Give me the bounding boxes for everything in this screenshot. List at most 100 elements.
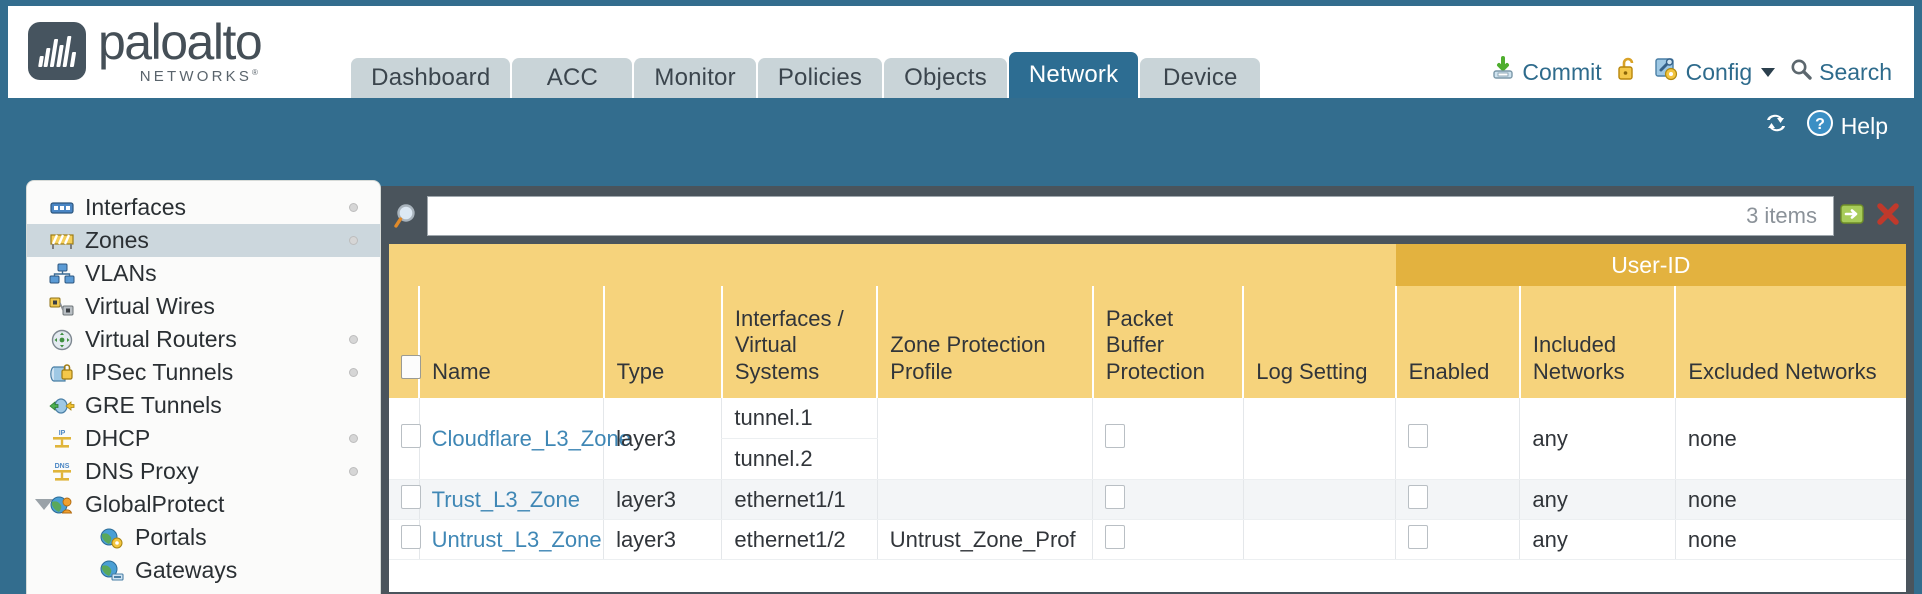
red-x-icon xyxy=(1875,201,1901,232)
column-header-excluded-networks[interactable]: Excluded Networks xyxy=(1674,286,1906,398)
row-checkbox[interactable] xyxy=(401,484,421,509)
sidebar-item-gre-tunnels[interactable]: GRE Tunnels xyxy=(27,389,380,422)
sidebar-item-vlans[interactable]: VLANs xyxy=(27,257,380,290)
cell-interface: tunnel.2 xyxy=(721,438,878,480)
select-all-checkbox[interactable] xyxy=(401,355,421,380)
filter-search-icon[interactable] xyxy=(389,197,427,235)
sidebar-item-ipsec-tunnels[interactable]: IPSec Tunnels xyxy=(27,356,380,389)
column-header-zone-protection-profile[interactable]: Zone Protection Profile xyxy=(876,286,1093,398)
tab-policies[interactable]: Policies xyxy=(757,58,883,98)
table-head: User-ID Name Type Interfaces / Virtual S… xyxy=(389,244,1906,398)
cell-userid-enabled xyxy=(1395,519,1520,560)
help-icon: ? xyxy=(1806,109,1834,143)
table-body: Cloudflare_L3_Zone layer3 tunnel.1 xyxy=(389,398,1906,560)
zone-name-link[interactable]: Trust_L3_Zone xyxy=(431,486,580,512)
brand-registered-mark: ® xyxy=(252,67,262,77)
vlans-icon xyxy=(49,263,75,285)
column-header-packet-buffer-protection[interactable]: Packet Buffer Protection xyxy=(1091,286,1244,398)
paloalto-logo: paloalto NETWORKS® xyxy=(28,13,263,85)
tab-network[interactable]: Network xyxy=(1008,52,1139,98)
chevron-down-icon[interactable] xyxy=(1761,67,1776,77)
svg-text:DNS: DNS xyxy=(55,463,70,470)
sidebar-item-dhcp[interactable]: IP DHCP xyxy=(27,422,380,455)
config-button[interactable]: Config xyxy=(1654,56,1776,88)
zones-table-wrap: User-ID Name Type Interfaces / Virtual S… xyxy=(389,244,1906,592)
search-input[interactable] xyxy=(438,204,1747,228)
packet-buffer-protection-checkbox[interactable] xyxy=(1105,524,1126,549)
column-header-included-networks[interactable]: Included Networks xyxy=(1518,286,1676,398)
clear-filter-button[interactable] xyxy=(1870,196,1906,236)
cell-interface: ethernet1/1 xyxy=(721,479,878,520)
refresh-icon xyxy=(1762,111,1790,141)
interface-value: tunnel.2 xyxy=(734,446,813,471)
sidebar-item-dns-proxy[interactable]: DNS DNS Proxy xyxy=(27,455,380,488)
column-header-log-setting[interactable]: Log Setting xyxy=(1242,286,1396,398)
tab-monitor[interactable]: Monitor xyxy=(634,58,756,98)
dhcp-icon: IP xyxy=(49,428,75,450)
tab-objects[interactable]: Objects xyxy=(884,58,1007,98)
userid-enabled-checkbox[interactable] xyxy=(1408,524,1429,549)
sidebar-item-globalprotect[interactable]: GlobalProtect xyxy=(27,488,380,521)
commit-label: Commit xyxy=(1522,58,1602,85)
help-button[interactable]: ? Help xyxy=(1806,109,1888,143)
cell-excluded-networks: none xyxy=(1674,398,1906,480)
status-dot xyxy=(349,203,358,212)
row-checkbox[interactable] xyxy=(401,423,421,448)
sidebar-item-label: VLANs xyxy=(85,260,157,286)
brand-sub: NETWORKS® xyxy=(98,68,261,85)
table-group-header-row: User-ID xyxy=(389,244,1906,286)
userid-enabled-checkbox[interactable] xyxy=(1408,423,1429,448)
search-input-wrap: 3 items xyxy=(427,196,1834,236)
userid-enabled-checkbox[interactable] xyxy=(1408,484,1429,509)
column-header-name[interactable]: Name xyxy=(418,286,604,398)
table-row[interactable]: Trust_L3_Zone layer3 ethernet1/1 any xyxy=(389,479,1906,520)
column-header-type[interactable]: Type xyxy=(602,286,722,398)
refresh-button[interactable] xyxy=(1762,111,1790,141)
paloalto-logo-text: paloalto NETWORKS® xyxy=(98,13,263,85)
search-icon xyxy=(1789,57,1813,87)
brand-word: paloalto xyxy=(98,13,263,70)
lock-button[interactable] xyxy=(1616,56,1640,88)
sidebar-item-label: GRE Tunnels xyxy=(85,392,222,418)
sidebar-item-portals[interactable]: Portals xyxy=(27,521,380,554)
zones-table: User-ID Name Type Interfaces / Virtual S… xyxy=(389,244,1906,560)
collapse-triangle-icon[interactable] xyxy=(35,499,53,510)
cell-type: layer3 xyxy=(603,479,722,520)
sidebar-item-zones[interactable]: Zones xyxy=(27,224,380,257)
gateways-icon xyxy=(99,560,125,582)
tab-dashboard[interactable]: Dashboard xyxy=(351,58,511,98)
row-select-cell xyxy=(389,479,421,520)
table-row[interactable]: Untrust_L3_Zone layer3 ethernet1/2 Untru… xyxy=(389,519,1906,560)
cell-excluded-networks: none xyxy=(1674,519,1906,560)
zone-name-link[interactable]: Untrust_L3_Zone xyxy=(431,526,602,552)
globalprotect-icon xyxy=(49,494,75,516)
sidebar-item-label: IPSec Tunnels xyxy=(85,359,234,385)
commit-button[interactable]: Commit xyxy=(1490,56,1602,88)
commit-icon xyxy=(1490,56,1516,88)
apply-filter-button[interactable] xyxy=(1834,196,1870,236)
cell-userid-enabled xyxy=(1395,398,1520,480)
packet-buffer-protection-checkbox[interactable] xyxy=(1105,423,1126,448)
zone-name-link[interactable]: Cloudflare_L3_Zone xyxy=(431,425,631,451)
tab-device[interactable]: Device xyxy=(1140,58,1261,98)
table-row[interactable]: Cloudflare_L3_Zone layer3 tunnel.1 xyxy=(389,398,1906,480)
app-header: paloalto NETWORKS® Dashboard ACC Monitor… xyxy=(8,6,1914,98)
sidebar-item-gateways[interactable]: Gateways xyxy=(27,554,380,587)
gre-tunnels-icon xyxy=(49,395,75,417)
packet-buffer-protection-checkbox[interactable] xyxy=(1105,484,1126,509)
search-button[interactable]: Search xyxy=(1789,57,1892,87)
dns-proxy-icon: DNS xyxy=(49,461,75,483)
row-checkbox[interactable] xyxy=(401,524,421,549)
cell-log-setting xyxy=(1242,519,1396,560)
row-select-cell xyxy=(389,519,421,560)
brand-sub-text: NETWORKS xyxy=(139,67,253,85)
cell-name: Trust_L3_Zone xyxy=(418,479,604,520)
sidebar-item-virtual-routers[interactable]: Virtual Routers xyxy=(27,323,380,356)
tab-acc[interactable]: ACC xyxy=(512,58,633,98)
cell-excluded-networks: none xyxy=(1674,479,1906,520)
sidebar-item-interfaces[interactable]: Interfaces xyxy=(27,191,380,224)
column-header-enabled[interactable]: Enabled xyxy=(1394,286,1520,398)
column-header-interfaces[interactable]: Interfaces / Virtual Systems xyxy=(720,286,878,398)
sidebar-item-virtual-wires[interactable]: Virtual Wires xyxy=(27,290,380,323)
table-row-continuation[interactable]: tunnel.2 xyxy=(389,438,1906,480)
